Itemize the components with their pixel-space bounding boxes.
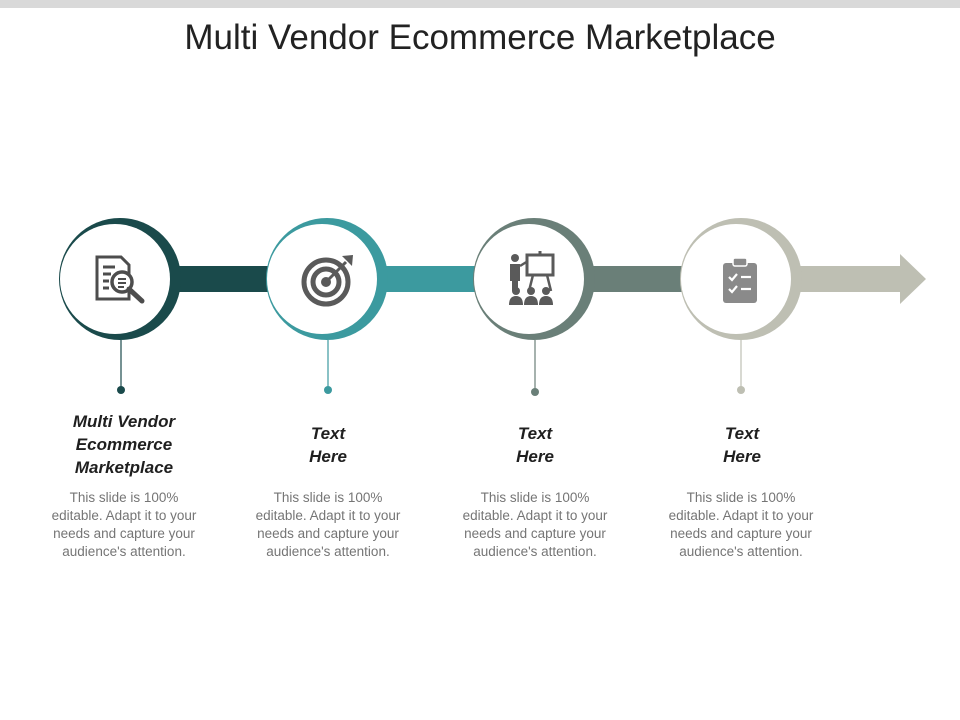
step-title-1: Multi Vendor Ecommerce Marketplace [72, 412, 176, 477]
step-title-3: Text Here [516, 424, 554, 466]
step-title-4: Text Here [723, 424, 761, 466]
step-title-2: Text Here [309, 424, 347, 466]
presentation-icon [509, 251, 555, 305]
step-circle-3 [473, 218, 595, 340]
clipboard-checklist-icon [723, 257, 757, 303]
connector-bar-2 [375, 266, 485, 292]
top-bar [0, 0, 960, 8]
document-search-icon [95, 255, 145, 304]
drop-pin-2 [324, 340, 332, 394]
drop-pin-4 [737, 340, 745, 394]
connector-bar-3 [582, 266, 692, 292]
step-description-1: This slide is 100% editable. Adapt it to… [51, 490, 197, 559]
page-title: Multi Vendor Ecommerce Marketplace [184, 18, 776, 57]
step-description-2: This slide is 100% editable. Adapt it to… [255, 490, 401, 559]
step-description-3: This slide is 100% editable. Adapt it to… [462, 490, 608, 559]
drop-pin-3 [531, 340, 539, 396]
target-icon [301, 255, 353, 307]
drop-pin-1 [117, 340, 125, 394]
arrow-head [789, 254, 926, 304]
step-description-4: This slide is 100% editable. Adapt it to… [668, 490, 814, 559]
connector-bar-1 [168, 266, 278, 292]
